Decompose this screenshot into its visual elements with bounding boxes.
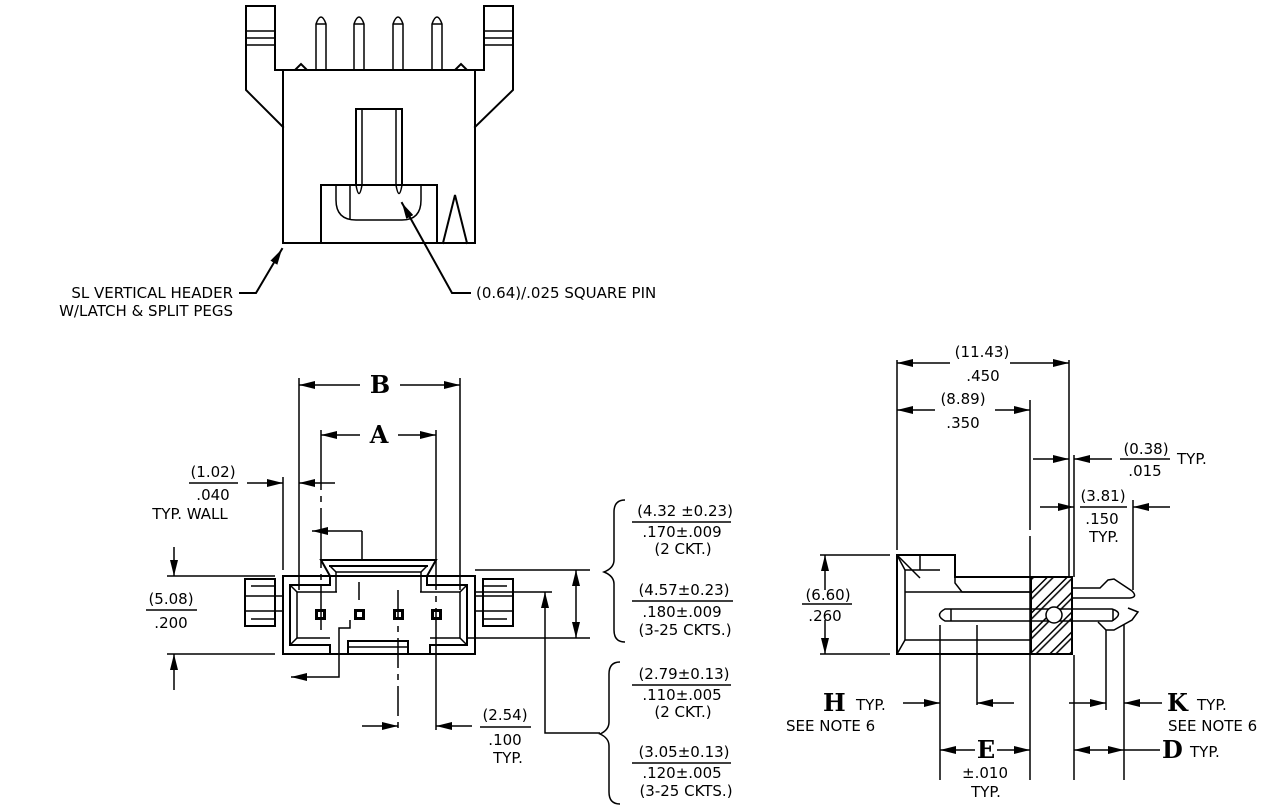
offset-3ckt-mm: (3.05±0.13) <box>638 743 729 761</box>
K-see-note: SEE NOTE 6 <box>1168 717 1257 735</box>
dim-B-label: B <box>370 370 390 399</box>
tail-mm: (3.81) <box>1080 487 1125 505</box>
offset-2ckt-note: (2 CKT.) <box>654 703 711 721</box>
dim-H-label: H <box>823 688 846 717</box>
dim-E: E ±.010 TYP. <box>940 735 1030 801</box>
dim-D: D TYP. <box>1074 735 1220 764</box>
top-pins <box>315 16 443 70</box>
plan-height-mm: (5.08) <box>148 590 193 608</box>
dim-H: H TYP. SEE NOTE 6 <box>786 688 1014 735</box>
header-callout: SL VERTICAL HEADER W/LATCH & SPLIT PEGS <box>59 247 284 320</box>
dim-plan-height: (5.08) .200 <box>146 547 275 690</box>
depth-2ckt-note: (2 CKT.) <box>654 540 711 558</box>
depth-3ckt-in: .180±.009 <box>642 603 721 621</box>
E-tolerance: ±.010 <box>962 764 1008 782</box>
tail-note: TYP. <box>1088 528 1119 546</box>
dim-K-label: K <box>1167 688 1189 717</box>
wall-in: .040 <box>196 486 229 504</box>
header-callout-line1: SL VERTICAL HEADER <box>71 284 233 302</box>
wall-mm: (1.02) <box>190 463 235 481</box>
dim-depth: (4.32 ±0.23) .170±.009 (2 CKT.) (4.57±0.… <box>467 499 733 643</box>
dim-A: A <box>321 420 436 449</box>
dim-gap: (0.38) .015 TYP. <box>1033 440 1207 480</box>
depth-3ckt-note: (3-25 CKTS.) <box>638 621 731 639</box>
wall-note: TYP. WALL <box>151 505 228 523</box>
dim-pitch: (2.54) .100 TYP. <box>362 706 531 767</box>
dim-offset: (2.79±0.13) .110±.005 (2 CKT.) (3.05±0.1… <box>475 591 733 805</box>
pin-callout: (0.64)/.025 SQUARE PIN <box>400 201 656 302</box>
offset-3ckt-in: .120±.005 <box>642 764 721 782</box>
dim-body: (8.89) .350 <box>897 390 1030 432</box>
header-callout-line2: W/LATCH & SPLIT PEGS <box>59 302 233 320</box>
H-note: TYP. <box>855 696 886 714</box>
body-mm: (8.89) <box>940 390 985 408</box>
pitch-note: TYP. <box>492 749 523 767</box>
pitch-mm: (2.54) <box>482 706 527 724</box>
gap-mm: (0.38) <box>1123 440 1168 458</box>
offset-2ckt-in: .110±.005 <box>642 686 721 704</box>
K-note: TYP. <box>1196 696 1227 714</box>
depth-3ckt-mm: (4.57±0.23) <box>638 581 729 599</box>
pitch-in: .100 <box>488 731 521 749</box>
E-note: TYP. <box>970 783 1001 801</box>
pin-callout-text: (0.64)/.025 SQUARE PIN <box>476 284 656 302</box>
dim-E-label: E <box>977 735 995 764</box>
side-height-mm: (6.60) <box>805 586 850 604</box>
dim-A-label: A <box>369 420 389 449</box>
D-note: TYP. <box>1189 743 1220 761</box>
dim-K: K TYP. SEE NOTE 6 <box>1069 688 1257 735</box>
plan-height-in: .200 <box>154 614 187 632</box>
side-height-in: .260 <box>808 607 841 625</box>
offset-2ckt-mm: (2.79±0.13) <box>638 665 729 683</box>
dim-wall: (1.02) .040 TYP. WALL <box>151 463 363 681</box>
dim-overall: (11.43) .450 <box>897 343 1069 385</box>
plan-view <box>244 430 514 730</box>
depth-2ckt-mm: (4.32 ±0.23) <box>637 502 733 520</box>
dim-D-label: D <box>1162 735 1183 764</box>
gap-in: .015 <box>1128 462 1161 480</box>
body-in: .350 <box>946 414 979 432</box>
overall-mm: (11.43) <box>955 343 1010 361</box>
dim-side-height: (6.60) .260 <box>802 554 890 655</box>
offset-3ckt-note: (3-25 CKTS.) <box>639 782 732 800</box>
plan-pins <box>315 609 442 620</box>
tail-in: .150 <box>1085 510 1118 528</box>
dim-tail: (3.81) .150 TYP. <box>1040 487 1170 546</box>
top-view <box>245 5 514 245</box>
overall-in: .450 <box>966 367 999 385</box>
depth-2ckt-in: .170±.009 <box>642 523 721 541</box>
gap-note: TYP. <box>1176 450 1207 468</box>
H-see-note: SEE NOTE 6 <box>786 717 875 735</box>
side-view <box>896 360 1140 780</box>
